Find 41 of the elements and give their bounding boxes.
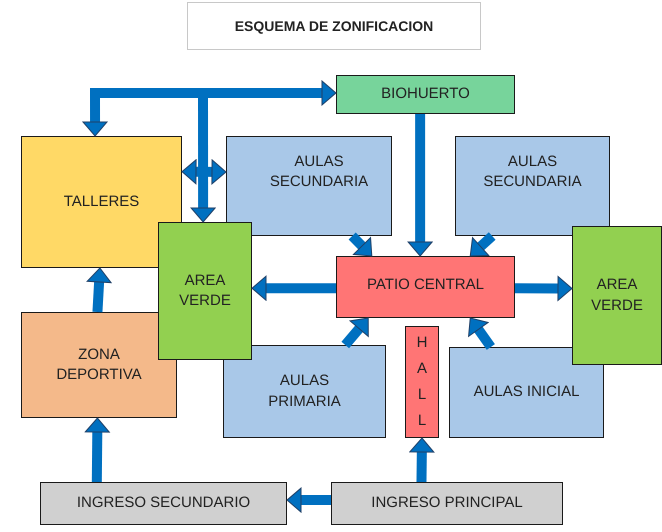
zone-label: AULAS PRIMARIA [267, 371, 342, 412]
zone-label: PATIO CENTRAL [367, 274, 484, 295]
arrow [409, 438, 434, 482]
arrow [203, 80, 336, 106]
arrow [286, 488, 331, 513]
title: ESQUEMA DE ZONIFICACION [187, 2, 481, 50]
zone-label: TALLERES [64, 192, 140, 212]
zone-label: HALL [416, 332, 428, 432]
zone-box [405, 326, 439, 438]
arrow [341, 318, 369, 348]
zone-box [336, 256, 515, 318]
zone-label: AULAS INICIAL [474, 382, 580, 402]
zone-label: AREA VERDE [178, 270, 232, 311]
zone-box [336, 75, 515, 114]
zone-label: BIOHUERTO [381, 84, 470, 104]
zone-box [226, 136, 392, 236]
zone-box [449, 347, 604, 438]
zone-box [223, 345, 386, 438]
arrow [86, 268, 112, 312]
zone-box [21, 136, 182, 268]
arrow [514, 276, 572, 301]
zone-label: ZONA DEPORTIVA [55, 344, 143, 385]
arrow [182, 159, 226, 184]
arrow [468, 318, 495, 350]
arrow [470, 232, 496, 256]
arrow [348, 232, 372, 256]
zone-box [455, 136, 610, 236]
zone-label: INGRESO PRINCIPAL [371, 493, 523, 514]
zone-box [21, 312, 177, 418]
zone-box [40, 482, 287, 525]
zone-label: AULAS SECUNDARIA [482, 152, 583, 192]
zone-label: AULAS SECUNDARIA [268, 152, 370, 192]
zone-box [158, 222, 252, 360]
zone-label: INGRESO SECUNDARIO [76, 493, 250, 514]
arrow [82, 88, 203, 136]
zone-box [572, 226, 662, 365]
arrow [84, 418, 110, 482]
arrow [252, 276, 336, 301]
zone-label: AREA VERDE [590, 275, 644, 316]
arrow [408, 114, 433, 256]
zone-box [331, 482, 563, 525]
